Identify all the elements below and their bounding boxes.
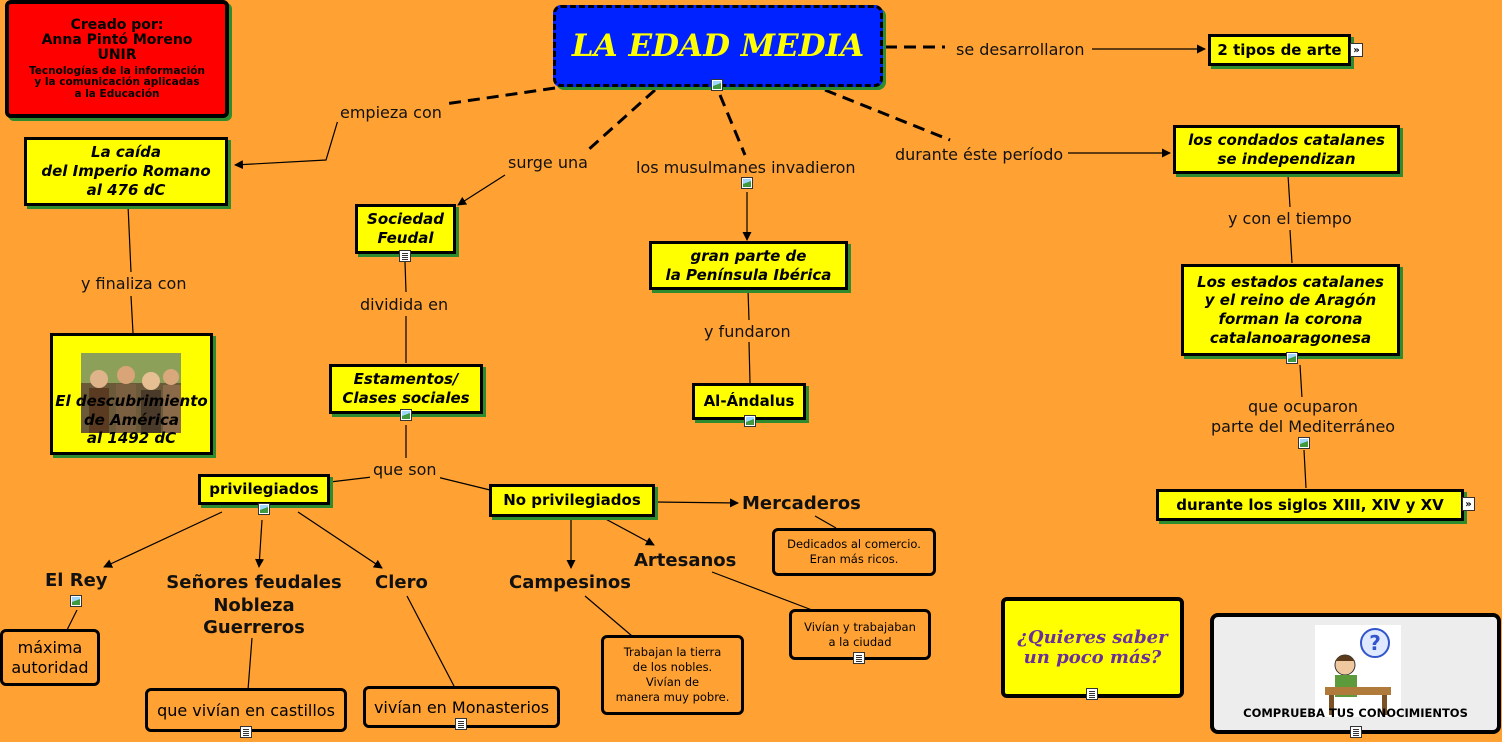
- image-icon[interactable]: [1298, 437, 1310, 449]
- concept-siglos[interactable]: durante los siglos XIII, XIV y XV: [1156, 489, 1464, 521]
- concept-dos-tipos-arte[interactable]: 2 tipos de arte: [1208, 34, 1351, 66]
- link-main-empieza: [444, 86, 556, 106]
- concept-clero[interactable]: Clero: [375, 572, 428, 593]
- concept-no-privilegiados[interactable]: No privilegiados: [489, 484, 655, 517]
- comprueba-label: COMPRUEBA TUS CONOCIMIENTOS: [1243, 706, 1468, 720]
- link-label-empieza-con: empieza con: [337, 103, 445, 123]
- link-label-durante: durante éste período: [892, 145, 1067, 165]
- concept-mercaderos[interactable]: Mercaderos: [742, 493, 861, 514]
- document-icon[interactable]: [853, 652, 865, 664]
- credits-org: UNIR: [97, 47, 137, 64]
- document-icon[interactable]: [240, 726, 252, 738]
- concept-descubrimiento-america[interactable]: El descubrimiento de América al 1492 dC: [50, 333, 213, 455]
- link-main-surge: [586, 88, 657, 152]
- credits-course-3: a la Educación: [74, 87, 160, 100]
- document-icon[interactable]: [455, 718, 467, 730]
- credits-name: Anna Pintó Moreno: [41, 31, 193, 48]
- link-label-y-finaliza: y finaliza con: [78, 274, 190, 294]
- image-icon[interactable]: [1286, 352, 1298, 364]
- concept-castillos[interactable]: que vivían en castillos: [145, 688, 347, 732]
- svg-text:?: ?: [1369, 631, 1381, 655]
- link-label-y-con-tiempo: y con el tiempo: [1225, 209, 1355, 229]
- concept-privilegiados[interactable]: privilegiados: [198, 474, 330, 505]
- image-icon[interactable]: [741, 177, 753, 189]
- main-title: LA EDAD MEDIA: [571, 28, 865, 64]
- document-icon[interactable]: [1086, 688, 1098, 700]
- link-main-musulmanes: [718, 94, 747, 156]
- concept-artesanos[interactable]: Artesanos: [634, 550, 737, 571]
- link-label-que-son: que son: [370, 460, 440, 480]
- link-label-se-desarrollaron: se desarrollaron: [953, 40, 1088, 60]
- image-icon[interactable]: [744, 415, 756, 427]
- concept-estamentos[interactable]: Estamentos/ Clases sociales: [329, 364, 483, 414]
- link-main-durante: [824, 88, 951, 142]
- credits-course-1: Tecnologías de la información: [29, 64, 205, 77]
- comprueba-box[interactable]: ? COMPRUEBA TUS CONOCIMIENTOS: [1210, 613, 1501, 734]
- image-icon[interactable]: [258, 503, 270, 515]
- credits-box: Creado por: Anna Pintó Moreno UNIR Tecno…: [5, 0, 229, 118]
- medieval-people-icon: [81, 353, 181, 433]
- concept-senores-feudales[interactable]: Señores feudales Nobleza Guerreros: [166, 572, 342, 638]
- credits-title: Creado por:: [70, 16, 164, 33]
- concept-maxima-autoridad[interactable]: máxima autoridad: [0, 629, 100, 686]
- expand-arrow-icon[interactable]: »: [1462, 497, 1475, 511]
- image-icon[interactable]: [70, 595, 82, 607]
- concept-caida-imperio[interactable]: La caída del Imperio Romano al 476 dC: [24, 137, 228, 206]
- concept-peninsula-iberica[interactable]: gran parte de la Península Ibérica: [649, 241, 848, 290]
- link-label-ocuparon: que ocuparon parte del Mediterráneo: [1208, 397, 1399, 437]
- concept-campesinos-desc[interactable]: Trabajan la tierra de los nobles. Vivían…: [601, 635, 744, 715]
- image-icon[interactable]: [711, 79, 723, 91]
- link-label-surge-una: surge una: [505, 153, 591, 173]
- quieres-saber-box[interactable]: ¿Quieres saber un poco más?: [1001, 597, 1184, 698]
- main-title-box[interactable]: LA EDAD MEDIA: [553, 5, 883, 87]
- concept-condados-catalanes[interactable]: los condados catalanes se independizan: [1173, 125, 1400, 174]
- image-icon[interactable]: [400, 409, 412, 421]
- expand-arrow-icon[interactable]: »: [1350, 43, 1363, 57]
- concept-estados-catalanes[interactable]: Los estados catalanes y el reino de Arag…: [1181, 264, 1400, 356]
- concept-sociedad-feudal[interactable]: Sociedad Feudal: [355, 204, 456, 254]
- thinking-student-icon: ?: [1315, 625, 1401, 717]
- document-icon[interactable]: [1350, 726, 1362, 738]
- link-label-musulmanes: los musulmanes invadieron: [633, 158, 859, 178]
- concept-artesanos-desc[interactable]: Vivían y trabajaban a la ciudad: [789, 609, 931, 660]
- credits-course-2: y la comunicación aplicadas: [34, 76, 200, 89]
- link-label-y-fundaron: y fundaron: [701, 322, 794, 342]
- concept-mercaderos-desc[interactable]: Dedicados al comercio. Eran más ricos.: [772, 528, 936, 576]
- document-icon[interactable]: [399, 250, 411, 262]
- link-label-dividida: dividida en: [357, 295, 452, 315]
- concept-el-rey[interactable]: El Rey: [45, 570, 108, 591]
- concept-campesinos[interactable]: Campesinos: [509, 572, 631, 593]
